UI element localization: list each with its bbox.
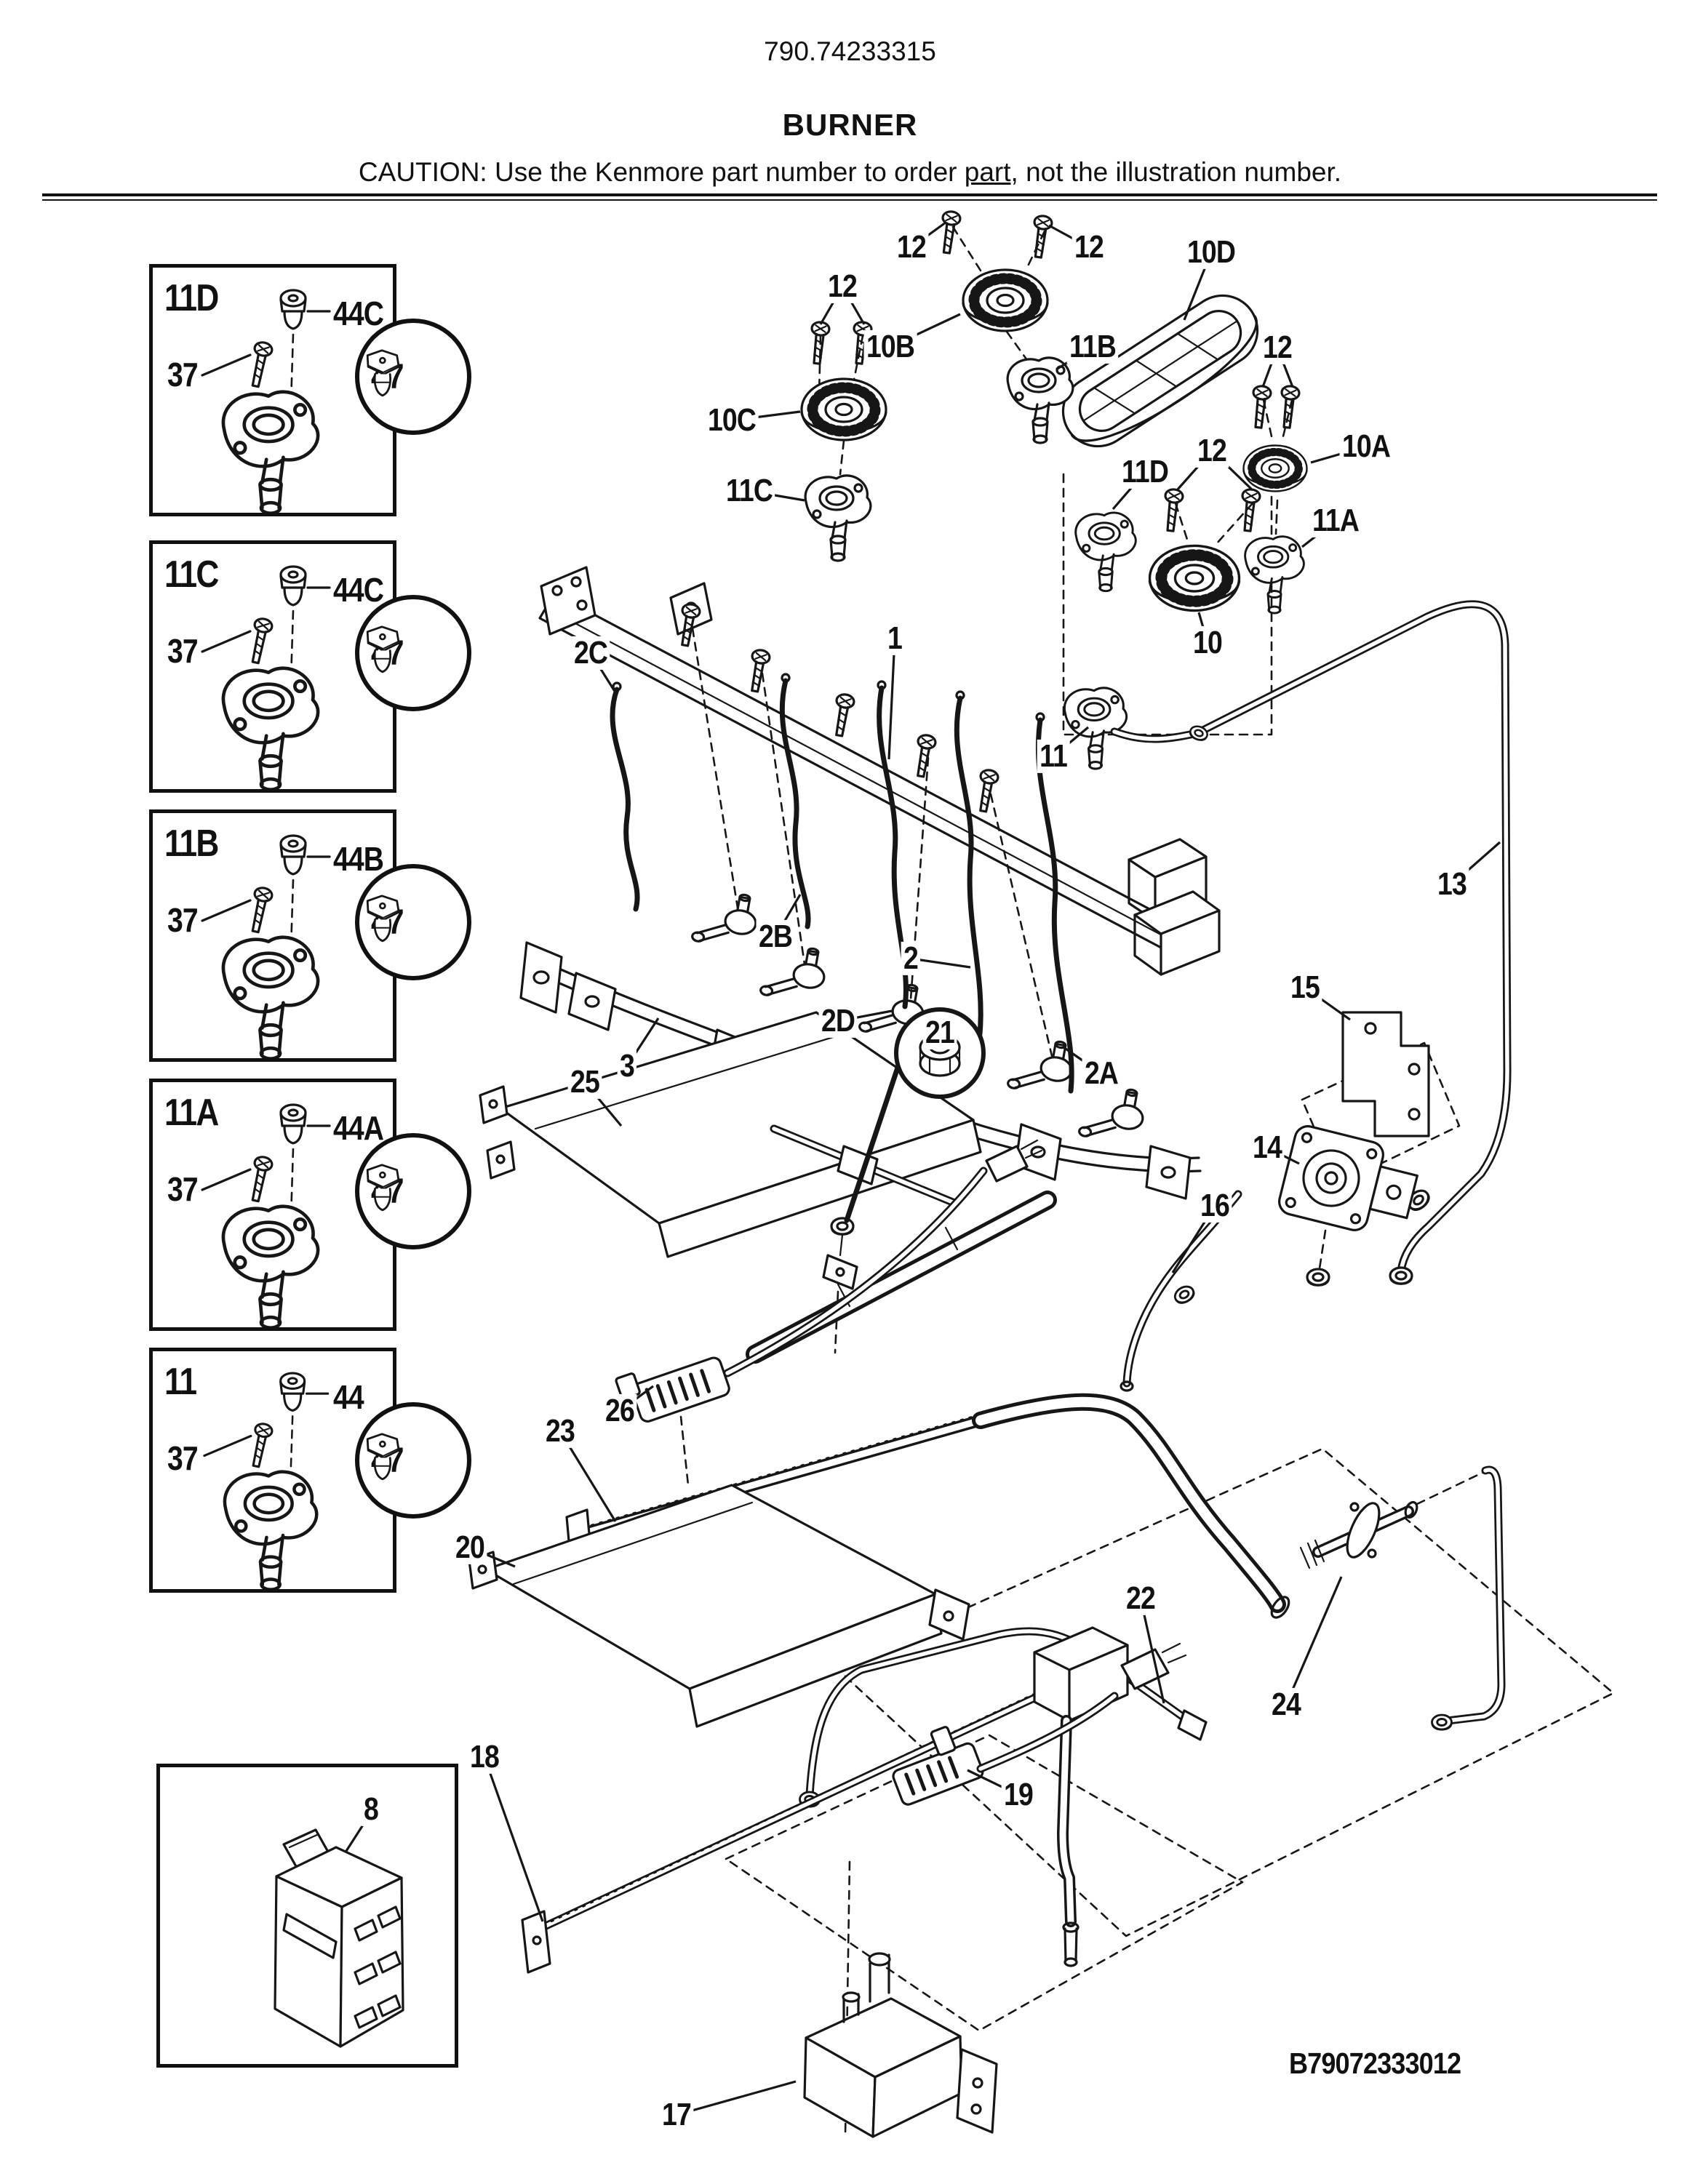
exploded-diagram-art bbox=[468, 209, 1615, 2138]
valve-assembly-drawing bbox=[201, 1103, 331, 1327]
inset-box: 11C 44C 37 47 bbox=[149, 540, 471, 793]
nozzle-part-label: 44A bbox=[333, 1109, 384, 1147]
orifice-detail-circle: 47 bbox=[355, 595, 471, 711]
valve-assembly-drawing bbox=[201, 289, 331, 513]
nozzle-part-label: 44C bbox=[333, 295, 384, 332]
screw-part-label: 37 bbox=[167, 1170, 199, 1208]
valve-assembly-drawing bbox=[201, 565, 331, 789]
header-divider bbox=[42, 193, 1657, 201]
caution-note: CAUTION: Use the Kenmore part number to … bbox=[0, 157, 1700, 188]
inset-part-label: 11C bbox=[164, 553, 219, 596]
inset-part-label: 11B bbox=[164, 823, 219, 865]
inset-part-label: 11A bbox=[164, 1092, 219, 1134]
valve-assembly-drawing bbox=[201, 834, 331, 1058]
orifice-icon bbox=[366, 895, 400, 943]
screw-part-label: 37 bbox=[167, 632, 199, 670]
orifice-detail-circle: 47 bbox=[355, 1402, 471, 1519]
inset-part-label: 11 bbox=[164, 1361, 197, 1403]
nozzle-part-label: 44C bbox=[333, 571, 384, 609]
caution-text-underlined: part bbox=[964, 157, 1011, 187]
inset-box: 11A 44A 37 47 bbox=[149, 1079, 471, 1331]
spark-module-box bbox=[156, 1764, 458, 2068]
orifice-icon bbox=[366, 625, 400, 673]
screw-part-label: 37 bbox=[167, 356, 199, 393]
screw-part-label: 37 bbox=[167, 901, 199, 939]
page-title: BURNER bbox=[782, 108, 918, 142]
caution-text-prefix: CAUTION: Use the Kenmore part number to … bbox=[358, 157, 965, 187]
orifice-icon bbox=[366, 1164, 400, 1212]
caution-text-suffix: , not the illustration number. bbox=[1010, 157, 1342, 187]
diagram-code: B79072333012 bbox=[1289, 2047, 1461, 2080]
screw-part-label: 37 bbox=[167, 1439, 199, 1477]
inset-box: 11B 44B 37 47 bbox=[149, 809, 471, 1062]
valve-assembly-drawing bbox=[203, 1372, 330, 1589]
nozzle-part-label: 44B bbox=[333, 840, 384, 878]
orifice-detail-circle: 47 bbox=[355, 1133, 471, 1249]
inset-box: 11D 44C 37 47 bbox=[149, 264, 471, 516]
orifice-detail-circle: 47 bbox=[355, 864, 471, 980]
orifice-icon bbox=[366, 349, 400, 397]
nozzle-part-label: 44 bbox=[333, 1378, 364, 1416]
spark-module-drawing bbox=[274, 1817, 404, 2048]
orifice-detail-circle: 47 bbox=[355, 319, 471, 435]
model-number: 790.74233315 bbox=[764, 36, 936, 66]
inset-part-label: 11D bbox=[164, 277, 219, 319]
inset-box: 11 44 37 47 bbox=[149, 1348, 471, 1593]
orifice-icon bbox=[366, 1433, 400, 1481]
